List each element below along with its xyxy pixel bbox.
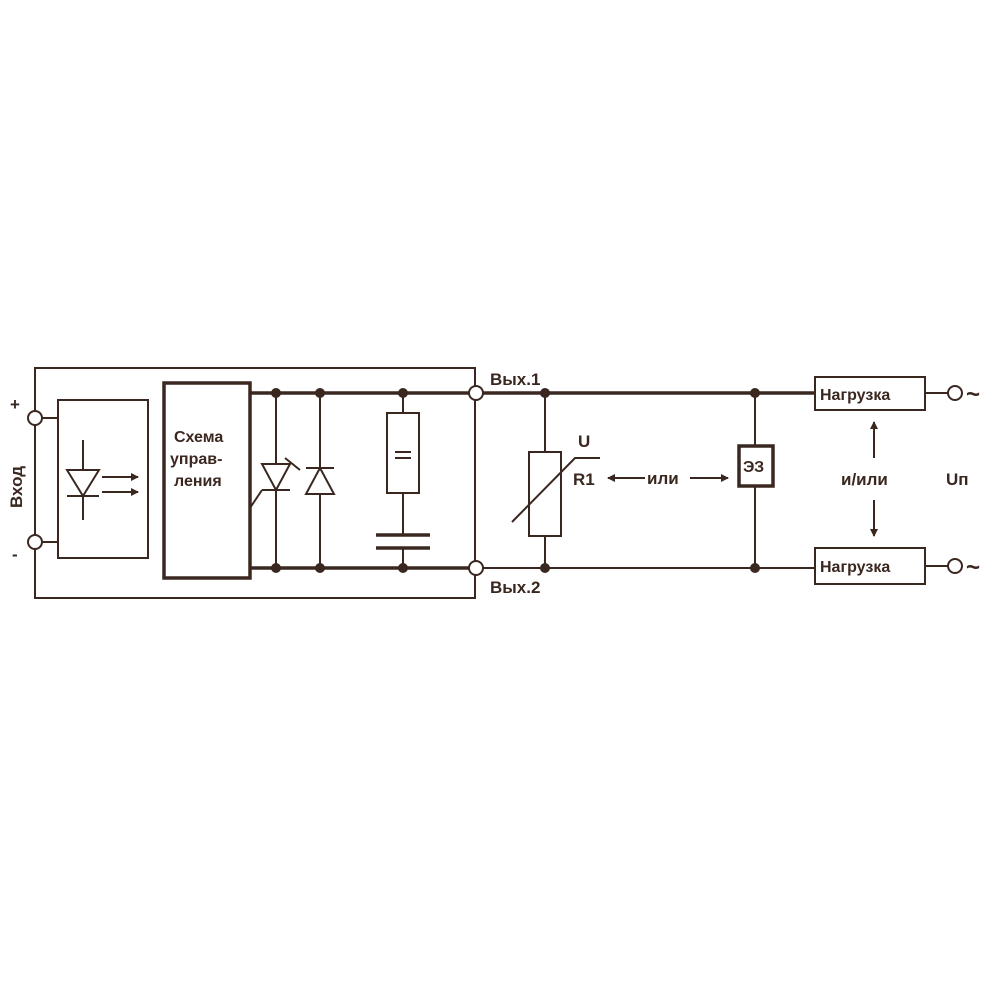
and-or-label: и/или: [841, 470, 888, 489]
relay-enclosure: [34, 367, 476, 599]
control-circuit-label-line2: управ-: [170, 451, 222, 468]
supply-top-terminal[interactable]: [947, 385, 963, 401]
input-label: Вход: [7, 466, 26, 508]
control-circuit-label-line1: Схема: [174, 429, 223, 446]
input-plus-sign: +: [10, 395, 20, 414]
thyristor-icon: [249, 393, 301, 568]
output-2-terminal[interactable]: [468, 560, 484, 576]
load-bottom-box: [814, 547, 926, 585]
output-1-terminal[interactable]: [468, 385, 484, 401]
control-circuit-label-line3: ления: [174, 473, 222, 490]
led-icon: [65, 440, 139, 520]
varistor-icon: [511, 393, 600, 568]
load-top-label: Нагрузка: [820, 387, 890, 404]
input-minus-sign: -: [12, 545, 18, 564]
diode-icon: [304, 393, 336, 568]
varistor-voltage-label: U: [578, 432, 590, 451]
control-circuit-block: [162, 381, 252, 580]
input-plus-terminal[interactable]: [27, 410, 43, 426]
supply-voltage-label: Uп: [946, 470, 969, 489]
output-1-label: Вых.1: [490, 370, 540, 389]
protection-element-box: [737, 444, 775, 488]
input-minus-terminal[interactable]: [27, 534, 43, 550]
protection-element-label: ЭЗ: [743, 459, 764, 476]
supply-bottom-ac-symbol: ~: [966, 554, 980, 581]
supply-bottom-terminal[interactable]: [947, 558, 963, 574]
supply-top-ac-symbol: ~: [966, 381, 980, 408]
snubber-rc-icon: [376, 393, 430, 568]
or-label: или: [647, 469, 679, 488]
output-2-label: Вых.2: [490, 578, 540, 597]
load-bottom-label: Нагрузка: [820, 559, 890, 576]
varistor-name-label: R1: [573, 470, 595, 489]
